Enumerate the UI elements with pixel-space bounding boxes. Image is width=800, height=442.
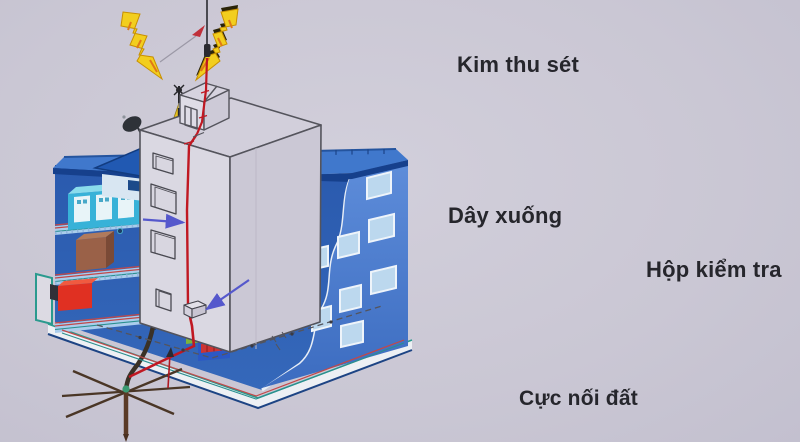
ground-ring-lines	[61, 329, 405, 400]
air-terminal-mast	[204, 0, 211, 57]
red-machine	[50, 278, 98, 311]
bulkhead-door	[184, 105, 198, 130]
ground-electrode-pointer-arrow	[166, 347, 174, 357]
base-perimeter-dashed	[96, 305, 383, 359]
label-test-box: Hộp kiểm tra	[646, 257, 782, 282]
lightning-bolt-left-icon	[120, 11, 164, 81]
ground-electrode-star	[61, 367, 191, 442]
right-facade	[262, 160, 408, 388]
lightning-protection-schematic	[96, 0, 383, 389]
air-terminal-pointer-line	[159, 35, 197, 63]
label-ground-electrode: Cực nối đất	[519, 387, 638, 410]
down-conductor-arrow	[142, 213, 186, 229]
label-air-terminal: Kim thu sét	[457, 52, 579, 77]
roof-edge-tick	[192, 132, 205, 138]
brown-cabinet	[76, 231, 114, 271]
label-down-conductor: Dây xuống	[448, 203, 563, 228]
schematic-down-conductor	[128, 57, 210, 379]
facade-windows	[309, 170, 397, 349]
schematic-building	[139, 97, 322, 353]
test-box	[183, 300, 207, 319]
schematic-windows	[150, 152, 177, 312]
label-pointers	[142, 25, 250, 389]
air-terminal-pointer-arrow	[192, 25, 205, 37]
ground-loop-frame	[35, 272, 53, 326]
ground-electrode-pointer-line	[167, 353, 171, 389]
test-box-arrow	[204, 279, 250, 311]
